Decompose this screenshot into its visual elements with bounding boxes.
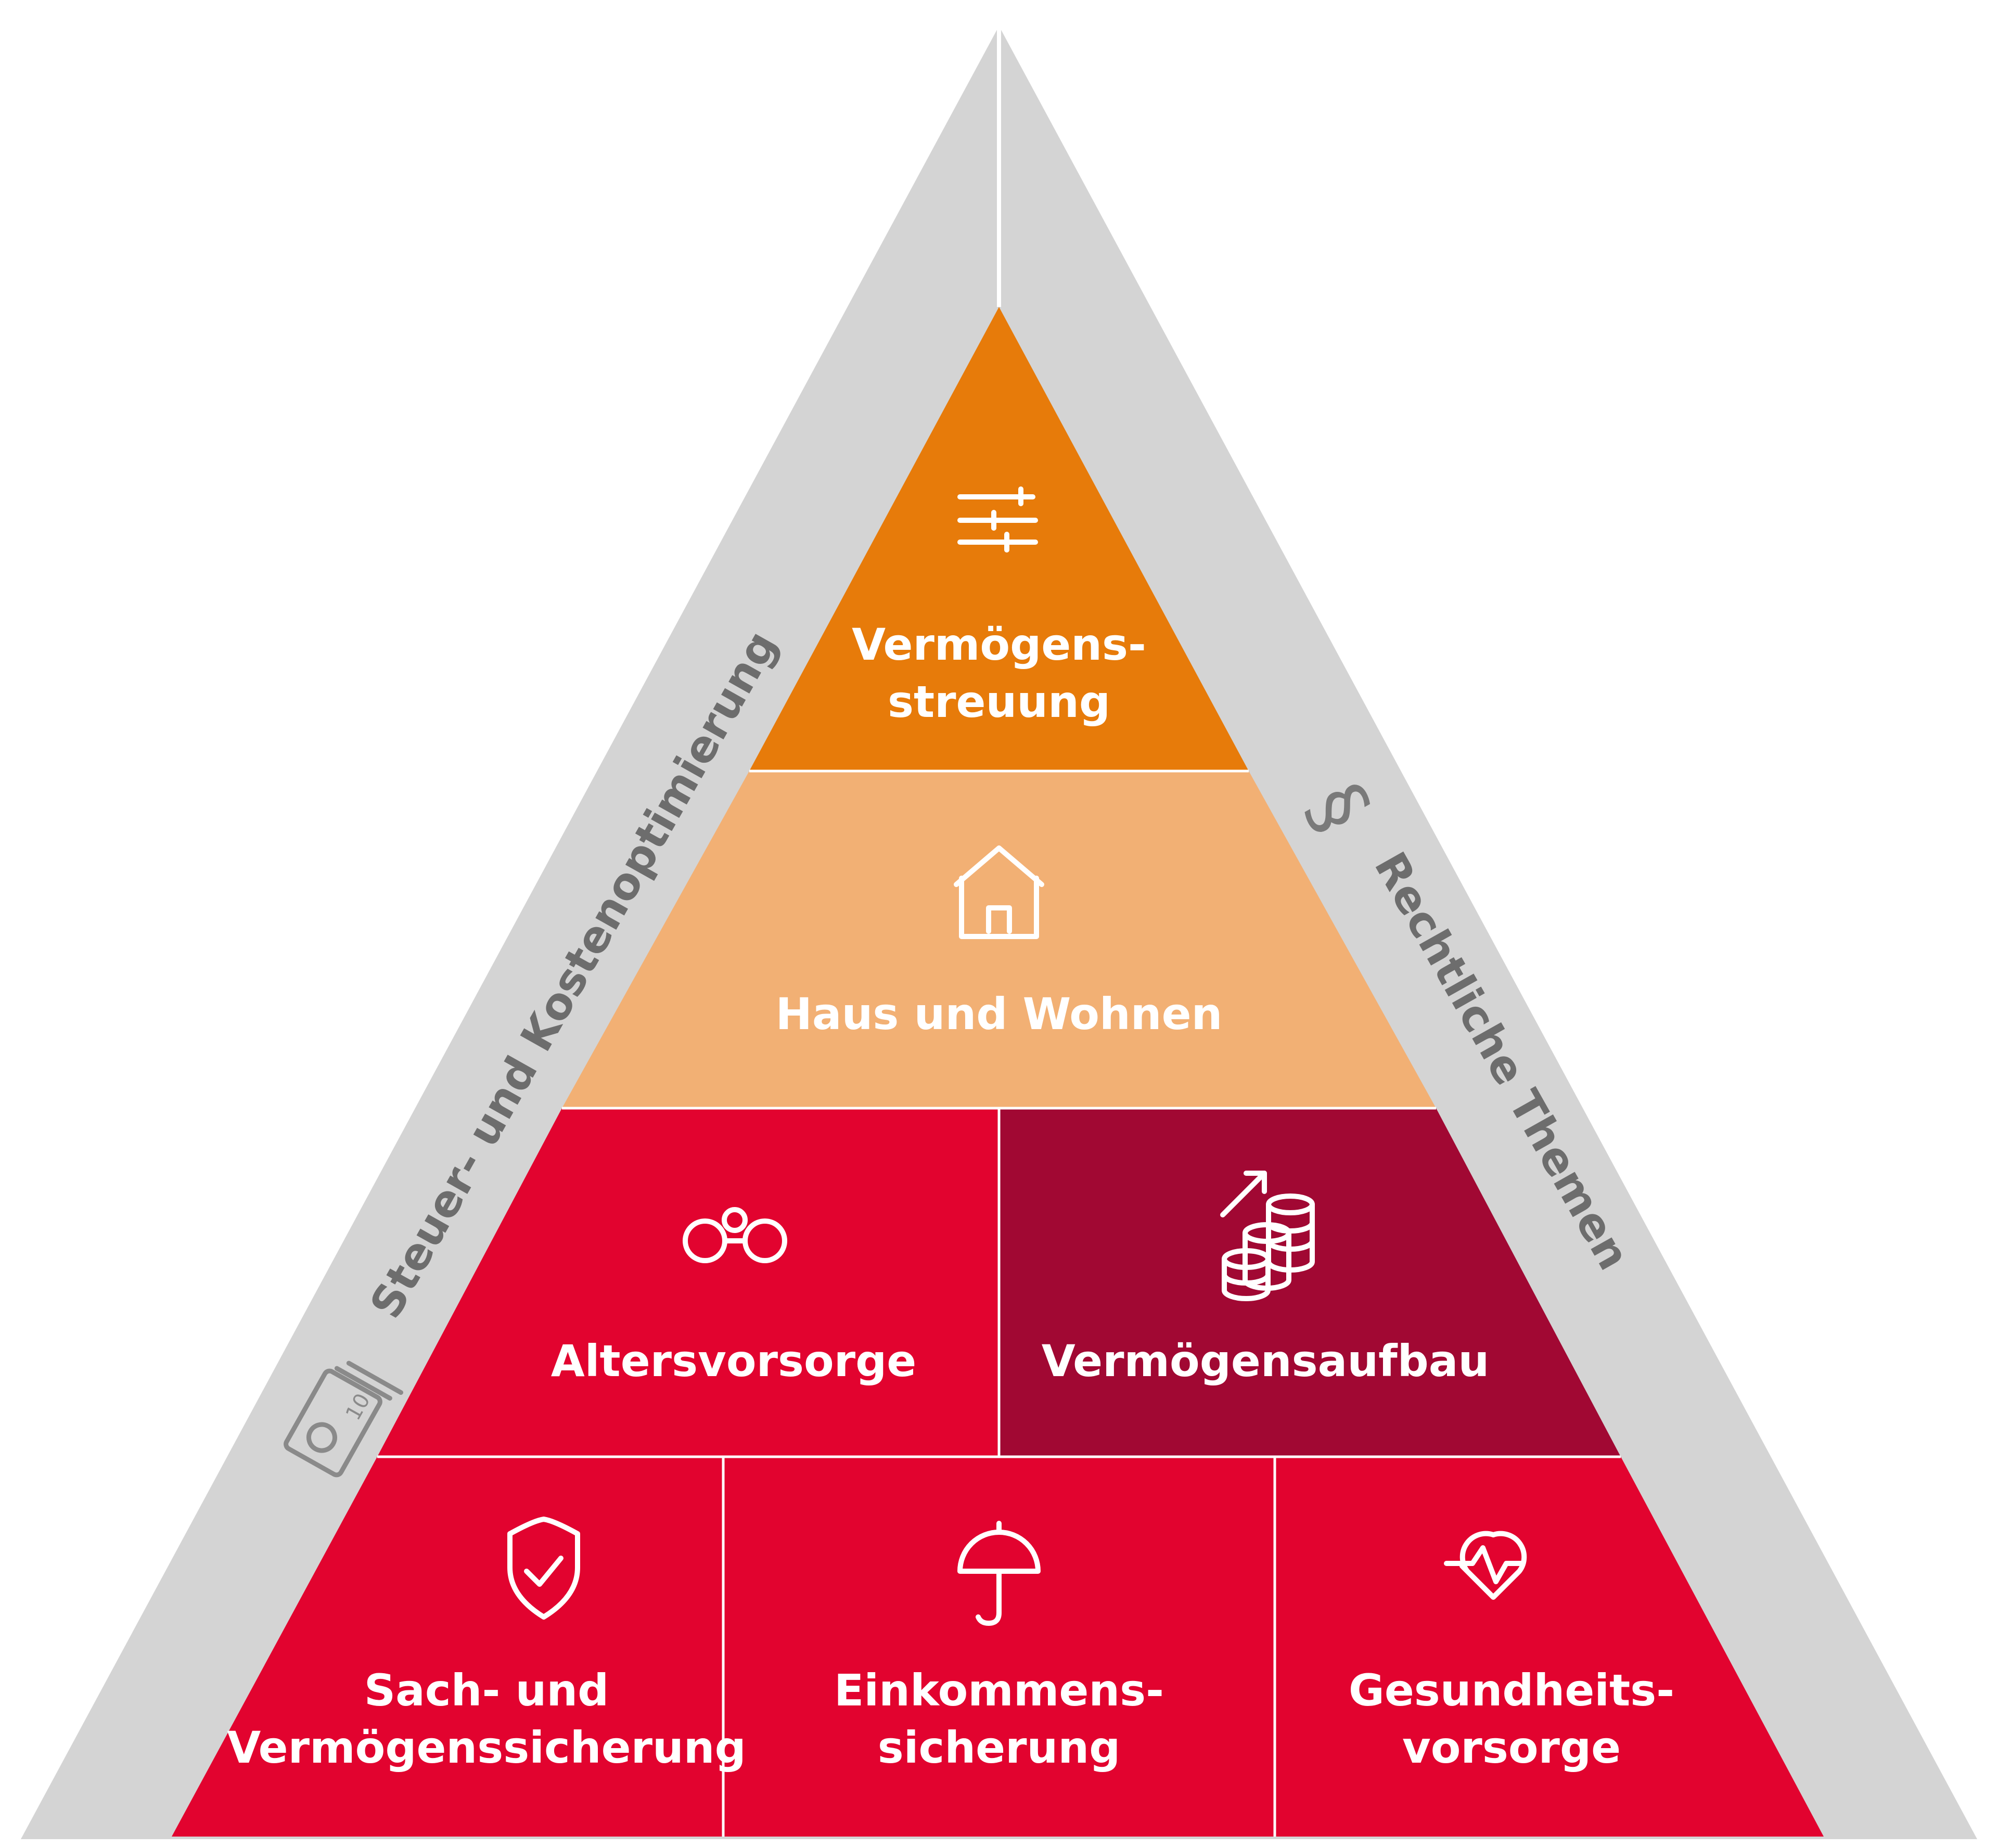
binoculars-icon bbox=[683, 1207, 787, 1263]
base-2-label-line2: sicherung bbox=[878, 1722, 1121, 1773]
level-second bbox=[562, 771, 1436, 1108]
third-left-label: Altersvorsorge bbox=[551, 1336, 916, 1387]
level-third-right bbox=[999, 1108, 1621, 1457]
base-3-label-line1: Gesundheits- bbox=[1349, 1665, 1674, 1716]
base-3-label-line2: vorsorge bbox=[1402, 1722, 1621, 1773]
level-third-left bbox=[377, 1108, 999, 1457]
heart-pulse-icon bbox=[1444, 1531, 1527, 1600]
top-label-line2: streuung bbox=[888, 676, 1110, 727]
third-right-label: Vermögensaufbau bbox=[1042, 1336, 1490, 1387]
base-1-label-line1: Sach- und bbox=[364, 1665, 609, 1716]
top-label-line1: Vermögens- bbox=[852, 619, 1146, 670]
coins-growth-icon bbox=[1220, 1171, 1315, 1301]
separators bbox=[377, 769, 1621, 1837]
level-top bbox=[749, 307, 1249, 771]
second-label: Haus und Wohnen bbox=[776, 989, 1223, 1040]
umbrella-icon bbox=[957, 1521, 1041, 1626]
sliders-icon bbox=[957, 486, 1038, 553]
house-icon bbox=[954, 845, 1044, 939]
level-base bbox=[172, 1457, 1824, 1837]
base-1-label-line2: Vermögenssicherung bbox=[227, 1722, 746, 1773]
base-2-label-line1: Einkommens- bbox=[834, 1665, 1164, 1716]
shield-check-icon bbox=[507, 1517, 580, 1620]
